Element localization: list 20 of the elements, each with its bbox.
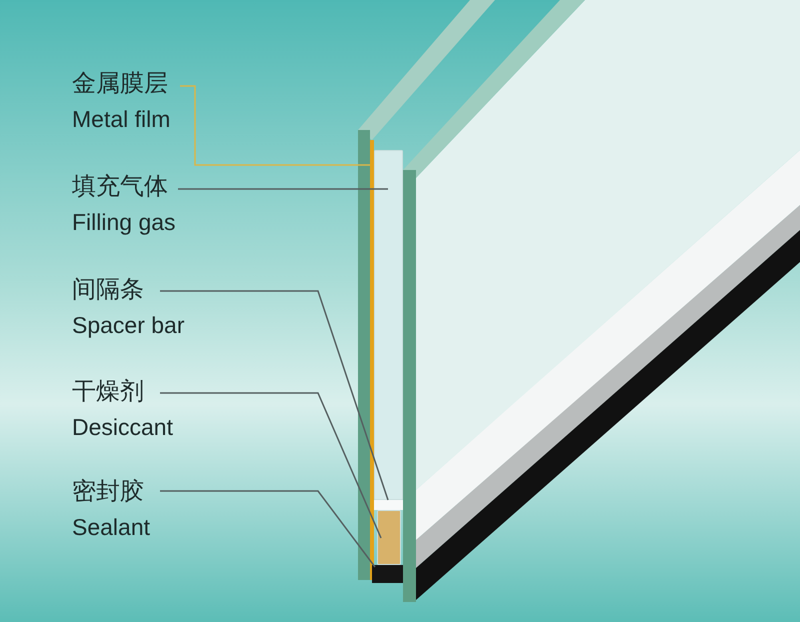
leader-line (178, 188, 388, 190)
callout-label: 填充气体 (72, 173, 169, 201)
metal-film-strip (370, 140, 374, 580)
leader-line (160, 490, 376, 568)
callout-label: 间隔条 (72, 276, 145, 304)
leader-line (160, 392, 382, 538)
callout-label: Sealant (72, 514, 150, 540)
leader-line (160, 290, 389, 500)
callout-label: Desiccant (72, 414, 173, 440)
callout-label: Spacer bar (72, 312, 185, 338)
callout-label: 密封胶 (72, 478, 145, 506)
callout-label: Metal film (72, 106, 170, 132)
gas-gap (374, 150, 403, 500)
sealant-layer (372, 565, 403, 583)
callout-label: 干燥剂 (72, 378, 145, 406)
leader-line (180, 85, 370, 166)
callout-label: Filling gas (72, 208, 176, 236)
desiccant-fill (377, 510, 401, 565)
callout-label: 金属膜层 (72, 70, 169, 98)
spacer-bar (374, 500, 403, 510)
